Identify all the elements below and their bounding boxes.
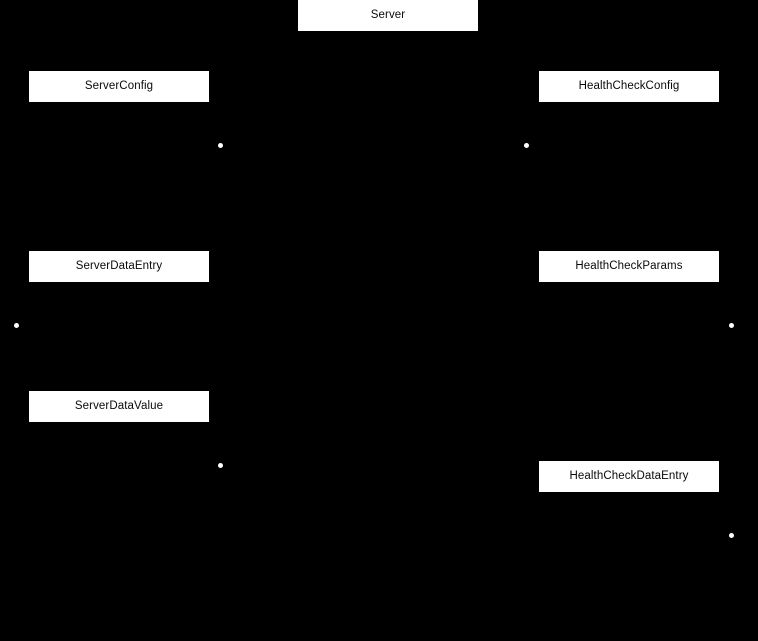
class-node-label: ServerConfig [84,79,154,92]
class-node-label: HealthCheckParams [575,259,683,272]
connector-endpoint-dot [13,322,19,328]
class-node-label: Server [370,8,406,21]
class-node-health-check-data-entry[interactable]: HealthCheckDataEntry [539,461,719,492]
class-node-health-check-config[interactable]: HealthCheckConfig [539,71,719,102]
class-node-label: HealthCheckDataEntry [569,469,689,482]
class-node-server-config[interactable]: ServerConfig [29,71,209,102]
class-node-health-check-params[interactable]: HealthCheckParams [539,251,719,282]
class-node-server-data-entry[interactable]: ServerDataEntry [29,251,209,282]
connector-endpoint-dot [728,532,734,538]
class-node-label: ServerDataEntry [75,259,163,272]
class-node-label: ServerDataValue [74,399,164,412]
connector-endpoint-dot [217,142,223,148]
connector-endpoint-dot [728,322,734,328]
class-node-server[interactable]: Server [298,0,478,31]
class-node-server-data-value[interactable]: ServerDataValue [29,391,209,422]
connector-endpoint-dot [523,142,529,148]
class-node-label: HealthCheckConfig [578,79,680,92]
connector-endpoint-dot [217,462,223,468]
